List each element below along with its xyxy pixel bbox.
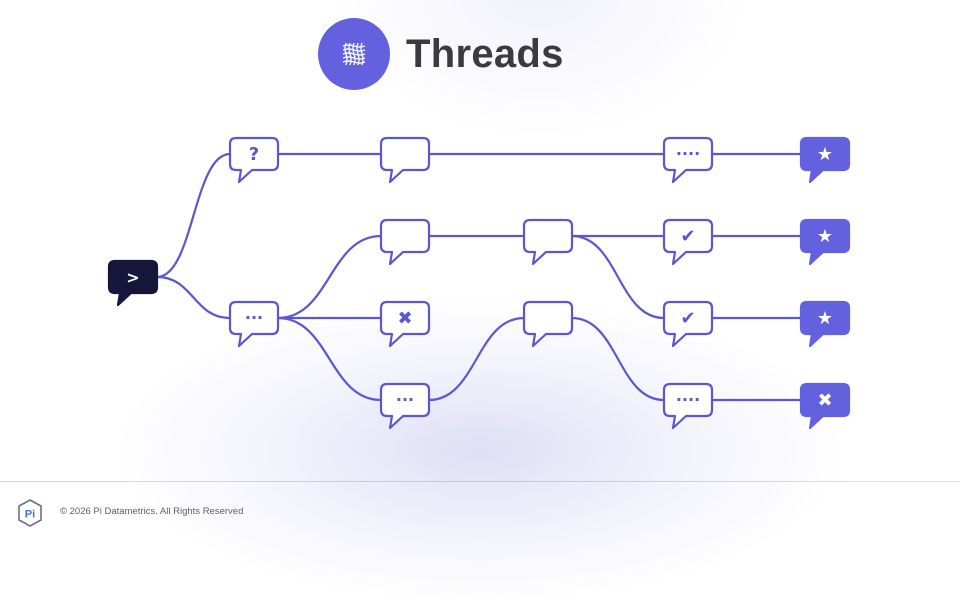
- edge-a2-c2: [571, 234, 665, 320]
- typing-icon: ....: [676, 140, 700, 159]
- pi-logo-text: Pi: [25, 509, 35, 521]
- check-icon: ✔: [680, 308, 695, 329]
- check-icon: ✔: [680, 226, 695, 247]
- typing-icon: ....: [676, 386, 700, 405]
- node-start: >: [107, 259, 159, 307]
- pi-logo-icon: Pi: [16, 498, 44, 533]
- node-c2: ✔: [662, 300, 714, 348]
- speech-bubble-shape: [379, 136, 431, 184]
- prompt-icon: >: [126, 268, 139, 287]
- speech-bubble-shape: [799, 136, 851, 184]
- node-b1: [522, 300, 574, 348]
- speech-bubble-shape: [662, 136, 714, 184]
- diagram-edges: [156, 152, 801, 402]
- speech-bubble-shape: [522, 218, 574, 266]
- node-c1: ✔: [662, 218, 714, 266]
- question-icon: ?: [249, 144, 259, 165]
- typing-icon: ...: [396, 386, 414, 405]
- threads-diagram: >?.... ★... ✔ ★ ✖ ✔ ★....... ✖: [107, 136, 851, 430]
- woven-threads-icon: [318, 18, 390, 90]
- speech-bubble-shape: [662, 382, 714, 430]
- speech-bubble-shape: [662, 300, 714, 348]
- speech-bubble-shape: [107, 259, 159, 307]
- node-xf: ✖: [799, 382, 851, 430]
- node-d: ...: [228, 300, 280, 348]
- footer-copyright: © 2026 Pi Datametrics. All Rights Reserv…: [60, 506, 244, 517]
- node-s3: ★: [799, 300, 851, 348]
- speech-bubble-shape: [379, 218, 431, 266]
- node-q: ?: [228, 136, 280, 184]
- header: Threads: [318, 18, 564, 90]
- star-icon: ★: [817, 226, 833, 247]
- page-title: Threads: [406, 31, 564, 76]
- speech-bubble-shape: [799, 218, 851, 266]
- node-s1: ★: [799, 136, 851, 184]
- speech-bubble-shape: [799, 300, 851, 348]
- edge-start-d: [156, 275, 231, 320]
- edge-start-q: [156, 152, 231, 279]
- node-x1: ✖: [379, 300, 431, 348]
- node-a1: [379, 218, 431, 266]
- edge-d-e1: [277, 316, 382, 402]
- speech-bubble-shape: [522, 300, 574, 348]
- star-icon: ★: [817, 308, 833, 329]
- edge-d-a1: [277, 234, 382, 320]
- star-icon: ★: [817, 144, 833, 165]
- edge-e1-b1: [428, 316, 525, 402]
- node-t2: ....: [662, 136, 714, 184]
- footer-divider: [0, 481, 960, 482]
- node-e2: ....: [662, 382, 714, 430]
- node-s2: ★: [799, 218, 851, 266]
- diagram-nodes: >?.... ★... ✔ ★ ✖ ✔ ★....... ✖: [107, 136, 851, 430]
- node-e1: ...: [379, 382, 431, 430]
- speech-bubble-shape: [379, 382, 431, 430]
- cross-icon: ✖: [817, 390, 832, 411]
- cross-icon: ✖: [397, 308, 412, 329]
- node-a2: [522, 218, 574, 266]
- ellipsis-icon: ...: [245, 304, 263, 323]
- speech-bubble-shape: [228, 136, 280, 184]
- speech-bubble-shape: [799, 382, 851, 430]
- speech-bubble-shape: [379, 300, 431, 348]
- edge-b1-e2: [571, 316, 665, 402]
- speech-bubble-shape: [662, 218, 714, 266]
- node-t1: [379, 136, 431, 184]
- speech-bubble-shape: [228, 300, 280, 348]
